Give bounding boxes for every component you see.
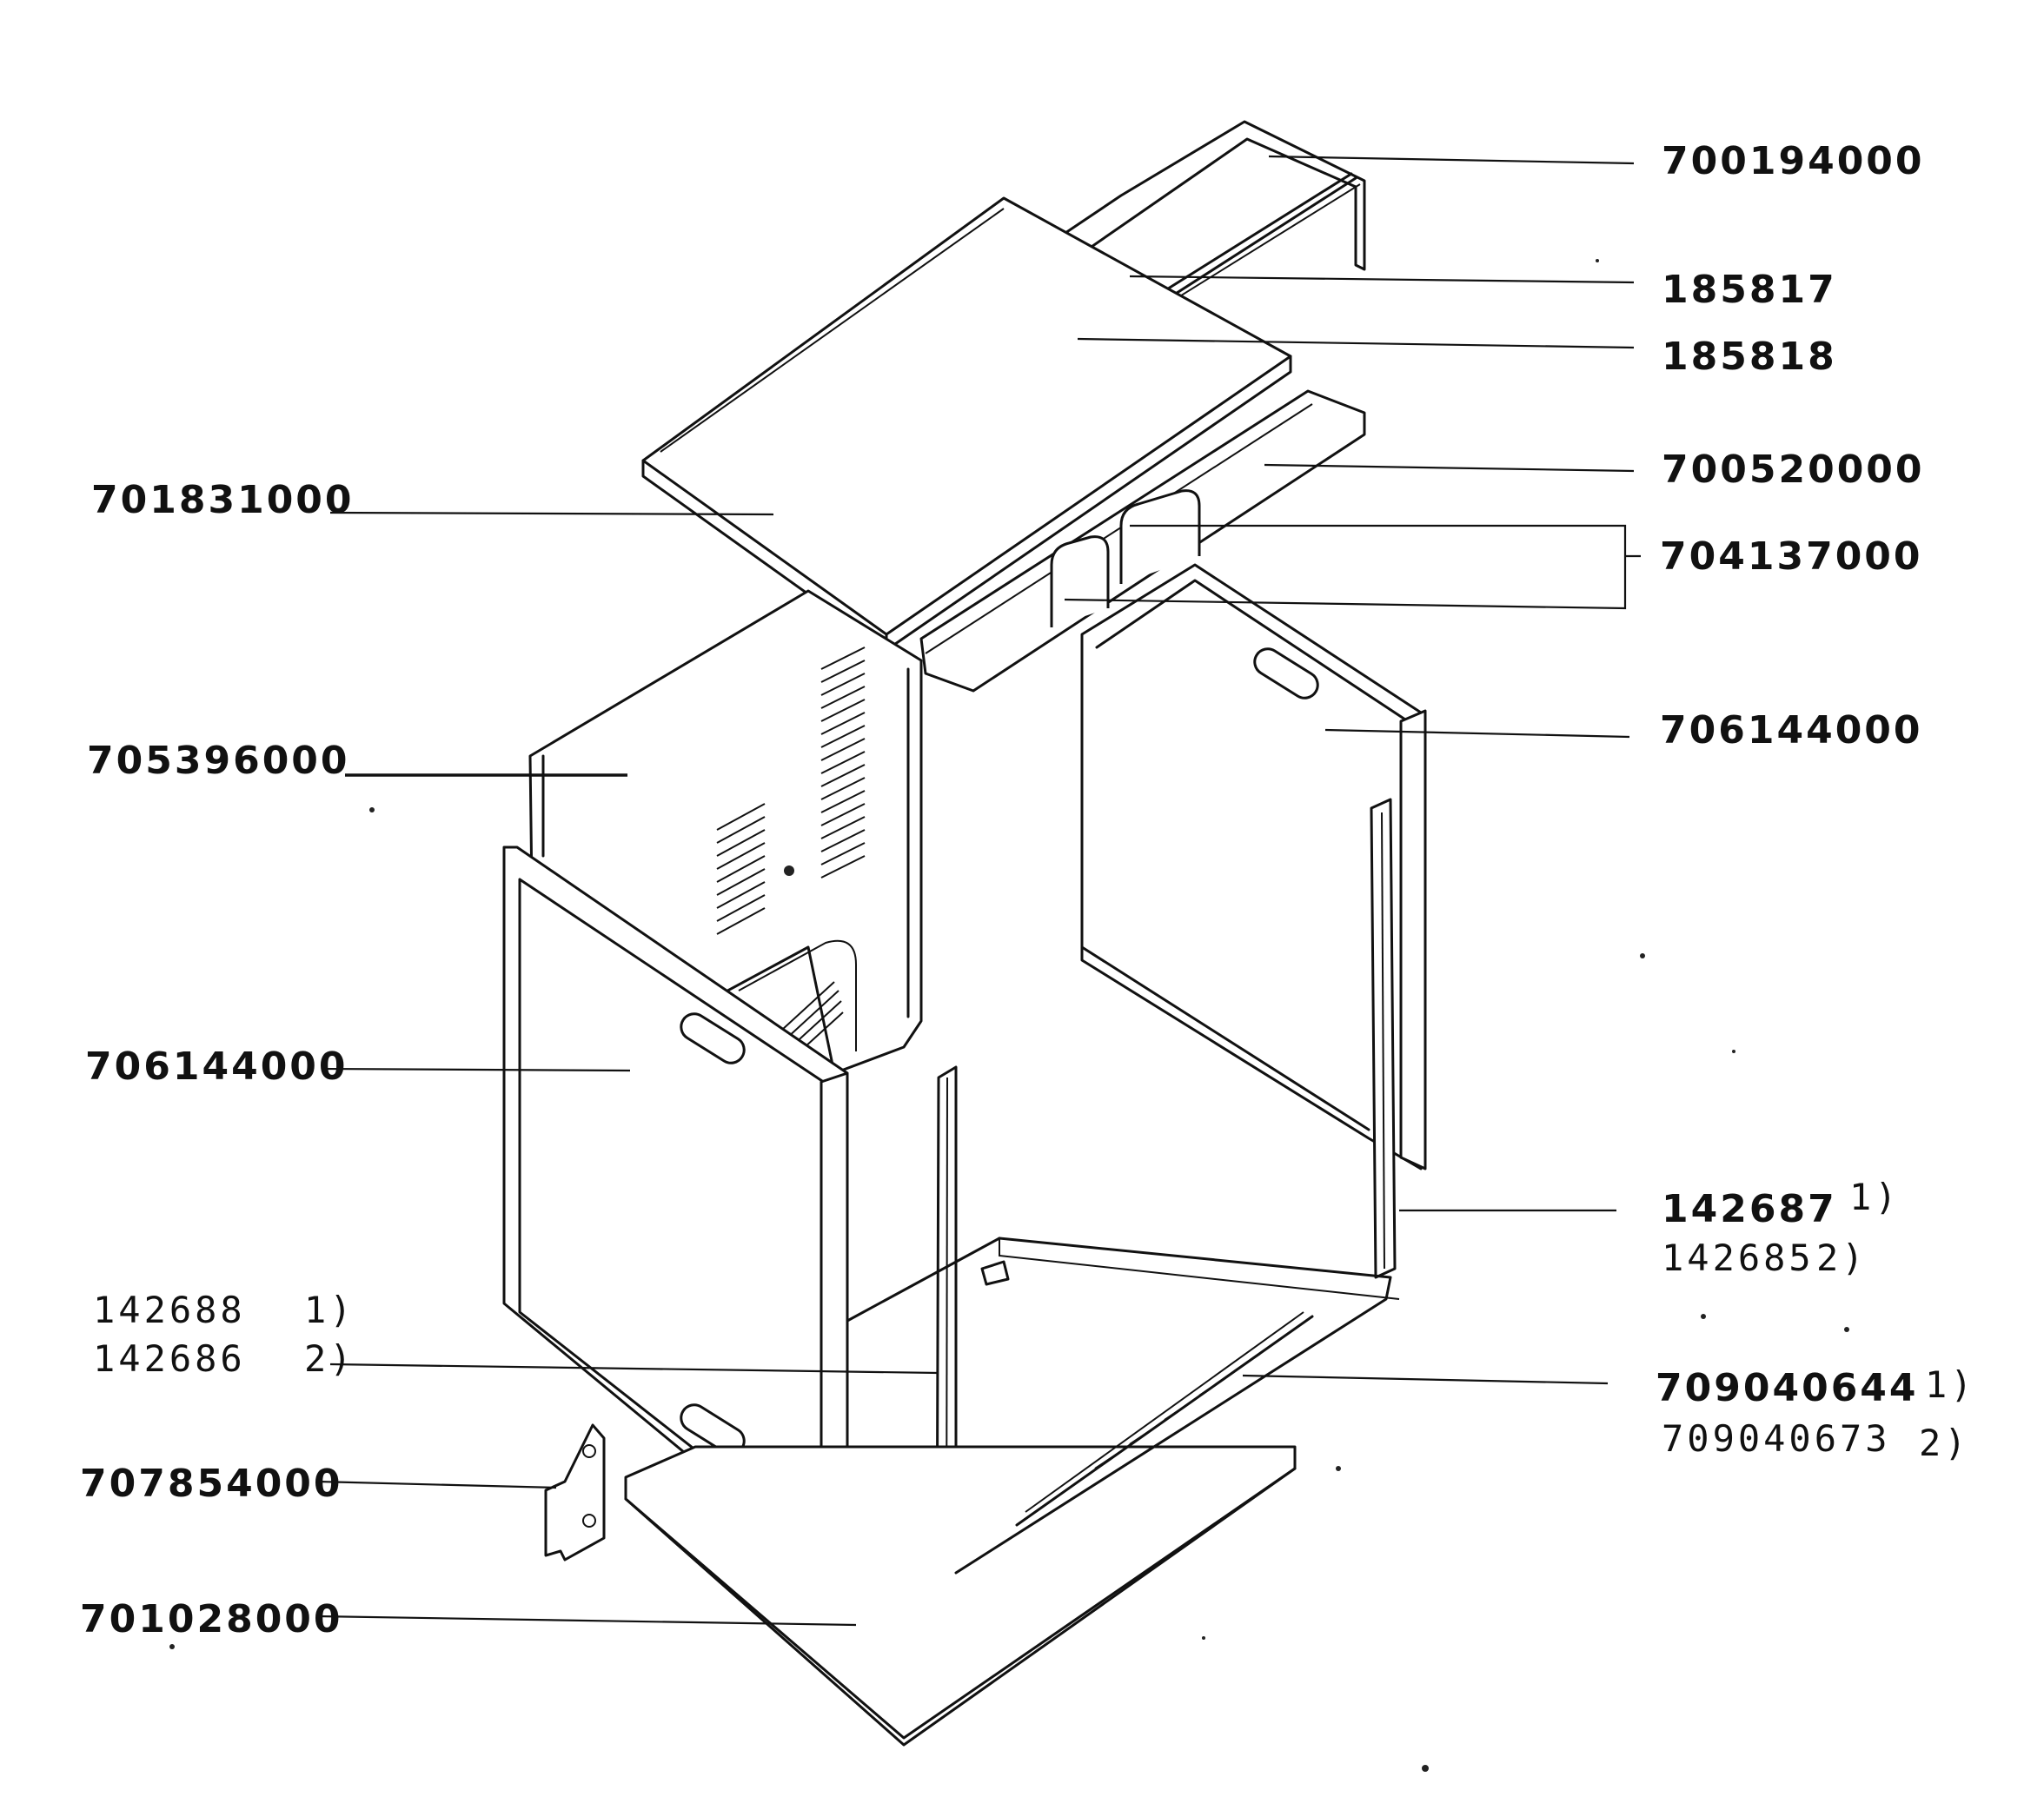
label-142686: 142686: [93, 1337, 246, 1380]
label-185817: 185817: [1662, 268, 1837, 312]
label-700520000: 700520000: [1662, 448, 1925, 492]
label-142686-note: 2): [304, 1337, 355, 1380]
part-top-panel: [641, 196, 1292, 652]
part-base-plate: [624, 1237, 1400, 1747]
label-142688-note: 1): [304, 1289, 355, 1331]
label-142687-note: 1): [1849, 1176, 1901, 1218]
label-700194000: 700194000: [1662, 139, 1925, 183]
label-709040673-note: 2): [1919, 1422, 1970, 1464]
label-701831000: 701831000: [91, 478, 355, 522]
label-709040644: 709040644: [1656, 1366, 1919, 1410]
part-number-labels: 700194000 185817 185818 700520000 704137…: [80, 139, 1976, 1641]
leader-lines: [316, 155, 1641, 1627]
label-142687: 142687: [1662, 1187, 1837, 1231]
part-small-bracket: [544, 1423, 606, 1562]
label-701028000: 701028000: [80, 1597, 343, 1641]
label-709040644-note: 1): [1925, 1363, 1976, 1406]
label-142685: 142685: [1662, 1237, 1815, 1279]
label-709040673: 709040673: [1662, 1417, 1891, 1460]
label-142685-note: 2): [1816, 1237, 1868, 1279]
label-705396000: 705396000: [87, 739, 350, 783]
label-706144000-right: 706144000: [1660, 708, 1923, 753]
label-704137000: 704137000: [1660, 534, 1923, 579]
label-707854000: 707854000: [80, 1462, 343, 1506]
part-side-panel-right: [1080, 563, 1427, 1170]
part-vertical-strip-right: [1370, 798, 1397, 1279]
label-185818: 185818: [1662, 335, 1837, 379]
scan-specks: [169, 259, 1849, 1772]
label-142688: 142688: [93, 1289, 246, 1331]
label-706144000-left: 706144000: [85, 1044, 348, 1089]
part-brackets: [1050, 489, 1201, 627]
